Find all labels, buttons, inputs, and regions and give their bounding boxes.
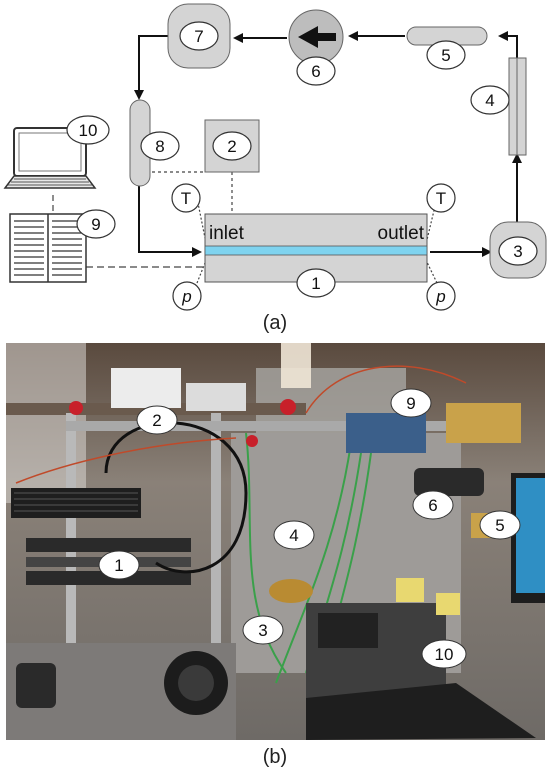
- temperature-symbol-outlet: T: [436, 189, 446, 208]
- valve: [288, 9, 344, 65]
- inlet-label: inlet: [209, 223, 245, 244]
- number-badge-4: [470, 85, 510, 115]
- microchannel-flow-channel: [204, 245, 428, 256]
- photo-badge-2: [136, 405, 178, 435]
- number-badge-3: [498, 236, 538, 266]
- photo-badge-10: [421, 639, 467, 669]
- number-badge-6: [296, 56, 336, 86]
- photo-badge-4: [273, 520, 315, 550]
- flow-arrow-7-to-8: [134, 35, 168, 100]
- photo-badge-1: [98, 550, 140, 580]
- svg-text:7: 7: [194, 27, 203, 46]
- number-badge-7: [179, 21, 219, 51]
- number-badge-10: [66, 115, 110, 145]
- photo-badge-3: [242, 615, 284, 645]
- svg-text:9: 9: [91, 215, 100, 234]
- photo-badge-9: [390, 388, 432, 418]
- svg-text:6: 6: [428, 496, 437, 515]
- svg-text:2: 2: [152, 411, 161, 430]
- flow-lines: [134, 31, 522, 257]
- temperature-symbol-inlet: T: [181, 189, 191, 208]
- svg-text:8: 8: [155, 137, 164, 156]
- svg-text:6: 6: [311, 62, 320, 81]
- schematic-diagram: inlet outlet: [3, 3, 547, 311]
- temperature-sensor-inlet: [171, 183, 201, 213]
- svg-text:4: 4: [289, 526, 298, 545]
- laptop-icon: [3, 127, 97, 189]
- photo-badge-5: [479, 510, 521, 540]
- flow-arrow-4-to-5: [498, 31, 518, 58]
- caption-a: (a): [262, 312, 288, 334]
- temperature-sensor-outlet: [426, 183, 456, 213]
- svg-text:3: 3: [513, 242, 522, 261]
- svg-text:1: 1: [114, 556, 123, 575]
- pressure-symbol-outlet: p: [435, 287, 445, 306]
- svg-text:1: 1: [311, 274, 320, 293]
- experimental-setup-photo: 1 2 3 4 5 6 9 10: [6, 343, 545, 740]
- data-acquisition-icon: [9, 213, 87, 283]
- number-badge-2: [212, 131, 252, 161]
- svg-text:5: 5: [441, 46, 450, 65]
- svg-text:9: 9: [406, 394, 415, 413]
- number-badge-1: [296, 268, 336, 298]
- caption-b: (b): [262, 746, 288, 768]
- svg-text:10: 10: [79, 121, 98, 140]
- number-badge-8: [140, 131, 180, 161]
- svg-text:3: 3: [258, 621, 267, 640]
- svg-text:5: 5: [495, 516, 504, 535]
- svg-text:4: 4: [485, 91, 494, 110]
- number-badge-5: [426, 40, 466, 70]
- outlet-label: outlet: [378, 223, 425, 244]
- pressure-symbol-inlet: p: [181, 287, 191, 306]
- flow-arrow-8-to-inlet: [138, 186, 202, 257]
- svg-text:2: 2: [227, 137, 236, 156]
- pressure-sensor-inlet: [172, 281, 202, 311]
- valve-arrow-icon: [298, 26, 336, 48]
- photo-badge-6: [412, 490, 454, 520]
- number-badge-9: [76, 209, 116, 239]
- svg-text:10: 10: [435, 645, 454, 664]
- pressure-sensor-outlet: [426, 281, 456, 311]
